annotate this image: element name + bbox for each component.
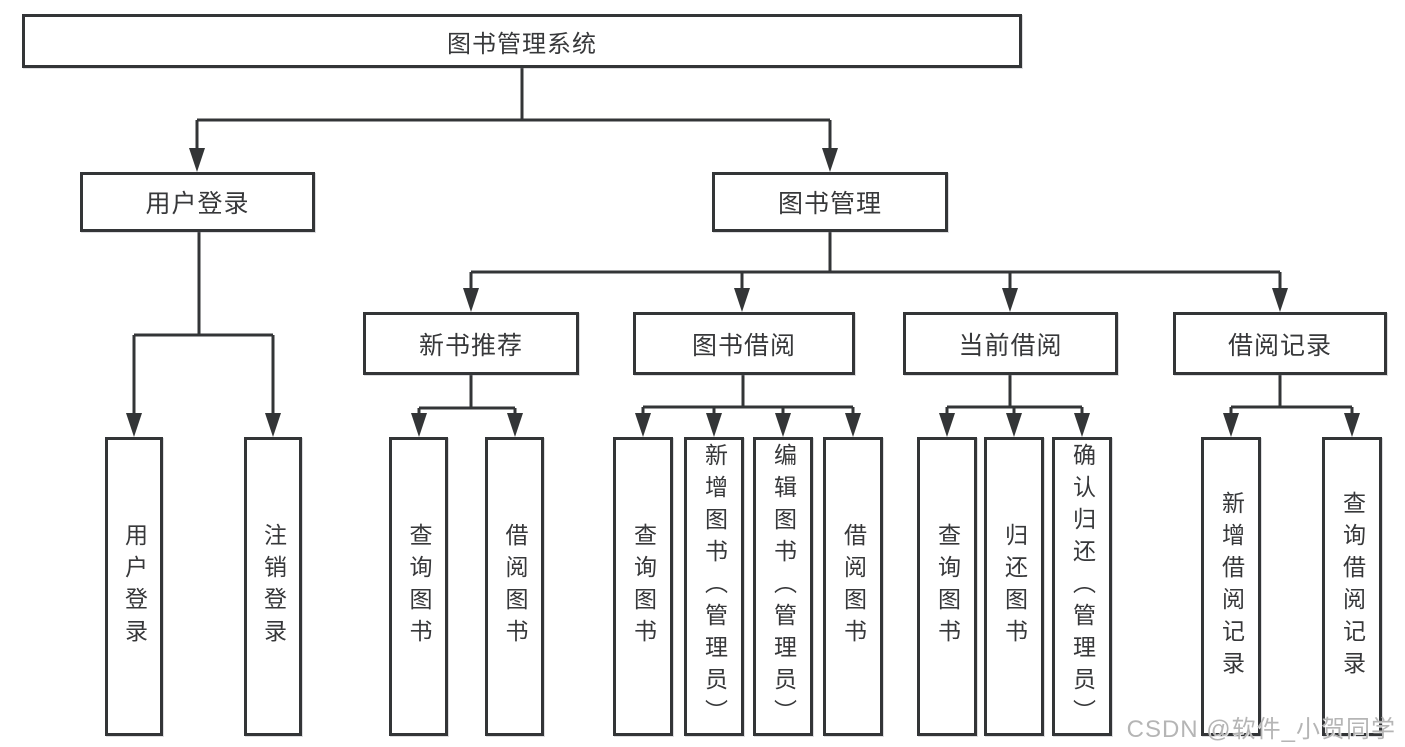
leaf-records-query-record: 查询借阅记录	[1322, 437, 1382, 736]
arrowhead-icon	[706, 413, 722, 437]
arrowhead-icon	[189, 148, 205, 172]
arrowhead-icon	[1344, 413, 1360, 437]
leaf-borrow-edit-books: 编辑图书（管理员）	[753, 437, 813, 736]
node-borrow-records: 借阅记录	[1173, 312, 1387, 375]
leaf-borrow-query-books: 查询图书	[613, 437, 673, 736]
connector-borrow-to-leaves	[641, 375, 855, 414]
connector-login-to-leaves	[132, 232, 275, 414]
node-book-borrow: 图书借阅	[633, 312, 855, 375]
leaf-recommend-borrow-books: 借阅图书	[485, 437, 544, 736]
connector-root-to-level2	[195, 68, 832, 149]
arrowhead-icon	[635, 413, 651, 437]
arrowhead-icon	[734, 288, 750, 312]
arrowhead-icon	[411, 413, 427, 437]
arrowhead-icon	[1074, 413, 1090, 437]
leaf-current-query-books: 查询图书	[917, 437, 977, 736]
arrowhead-icon	[845, 413, 861, 437]
arrowhead-icon	[463, 288, 479, 312]
connector-recommend-to-leaves	[417, 375, 517, 414]
node-root: 图书管理系统	[22, 14, 1022, 68]
node-new-book-recommend: 新书推荐	[363, 312, 579, 375]
leaf-borrow-add-books: 新增图书（管理员）	[684, 437, 744, 736]
arrowhead-icon	[1002, 288, 1018, 312]
arrowhead-icon	[265, 413, 281, 437]
arrowhead-icon	[1006, 413, 1022, 437]
leaf-current-return-books: 归还图书	[984, 437, 1044, 736]
leaf-user-login: 用户登录	[105, 437, 163, 736]
arrowhead-icon	[1223, 413, 1239, 437]
leaf-current-confirm-return: 确认归还（管理员）	[1052, 437, 1112, 736]
node-current-borrow: 当前借阅	[903, 312, 1118, 375]
connector-current-to-leaves	[945, 375, 1084, 414]
leaf-recommend-query-books: 查询图书	[389, 437, 448, 736]
arrowhead-icon	[1272, 288, 1288, 312]
node-book-management: 图书管理	[712, 172, 948, 232]
leaf-logout: 注销登录	[244, 437, 302, 736]
arrowhead-icon	[126, 413, 142, 437]
connector-records-to-leaves	[1229, 375, 1354, 414]
leaf-borrow-borrow-books: 借阅图书	[823, 437, 883, 736]
arrowhead-icon	[775, 413, 791, 437]
leaf-records-add-record: 新增借阅记录	[1201, 437, 1261, 736]
node-user-login: 用户登录	[80, 172, 315, 232]
arrowhead-icon	[939, 413, 955, 437]
arrowhead-icon	[507, 413, 523, 437]
connector-mgmt-to-level3	[469, 232, 1282, 289]
arrowhead-icon	[822, 148, 838, 172]
